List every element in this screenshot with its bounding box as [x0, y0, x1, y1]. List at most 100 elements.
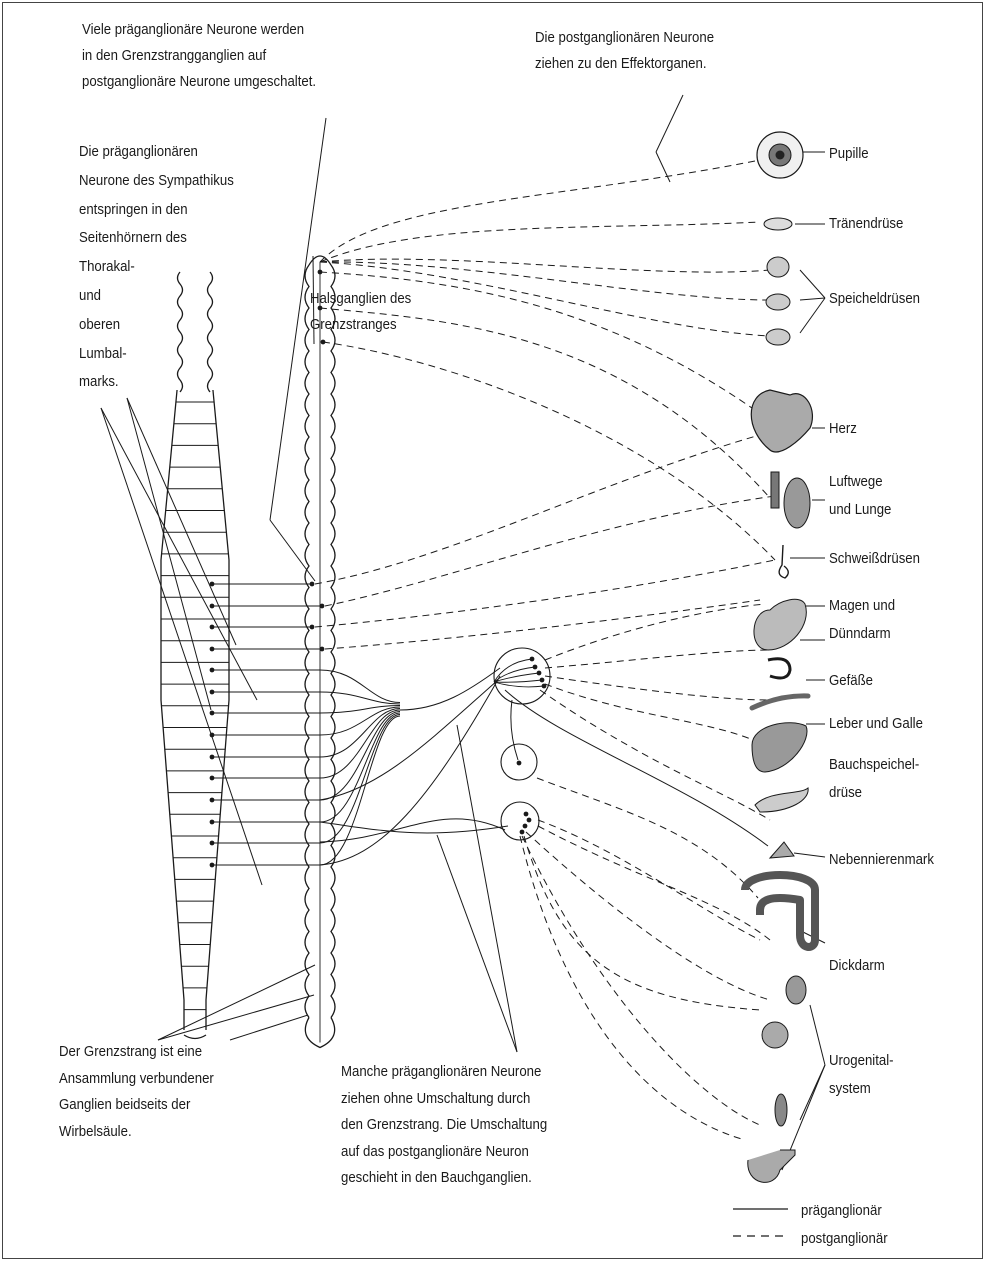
synapse-dot [524, 812, 529, 817]
label-leber: Leber und Galle [829, 711, 923, 737]
dickdarm-icon [745, 875, 815, 947]
note-prevertebral-line: ziehen ohne Umschaltung durch [341, 1086, 547, 1113]
note-prevertebral: Manche präganglionären Neurone ziehen oh… [341, 1059, 547, 1192]
label-nebennierenmark: Nebennierenmark [829, 847, 934, 873]
nebenniere-icon [770, 842, 794, 858]
label-urogenital-line: Urogenital- [829, 1047, 894, 1075]
leber-icon [752, 723, 807, 772]
liver [752, 723, 807, 772]
spinal-cord-edge [206, 390, 229, 1030]
postganglionic-fiber [545, 604, 765, 660]
postganglionic-fiber [325, 600, 760, 649]
preganglionic-fiber [320, 676, 500, 865]
preganglionic-fiber [212, 670, 400, 703]
note-origin-line: und [79, 282, 234, 311]
spinal-cord-tip [184, 1035, 206, 1039]
note-cervical-line: Grenzstranges [310, 312, 411, 338]
note-trunk-line: Ganglien beidseits der [59, 1092, 214, 1119]
postganglionic-fiber [320, 222, 760, 262]
postganglionic-fiber [545, 650, 770, 668]
sweat-gland [779, 545, 788, 578]
postganglionic-fiber [320, 160, 760, 262]
note-cervical-line: Halsganglien des [310, 286, 411, 312]
pointer-line [101, 408, 262, 885]
synapse-dot [537, 671, 542, 676]
label-pupille: Pupille [829, 141, 869, 167]
pointer-line [800, 270, 825, 298]
label-bauchspeicheldruese: Bauchspeichel- drüse [829, 751, 919, 807]
gefaesse-icon [752, 696, 808, 708]
salivary-gland [767, 257, 789, 277]
label-herz: Herz [829, 416, 857, 442]
urogenital-icon [748, 976, 806, 1182]
postganglionic-fiber [545, 676, 770, 700]
trunk-edge [331, 265, 335, 1018]
preganglionic-fiber [494, 659, 532, 682]
preganglionic-fiber [212, 713, 400, 822]
synapse-dot [320, 647, 325, 652]
postganglionic-fiber [325, 496, 775, 606]
pointer-line [127, 398, 236, 645]
bladder [762, 1022, 788, 1048]
postganglionic-fiber [522, 836, 760, 1125]
preganglionic-fibers [210, 270, 768, 868]
postganglionic-fiber [526, 832, 770, 1000]
label-bauchspeichel-line: Bauchspeichel- [829, 751, 919, 779]
spinal-cord-edge [161, 390, 184, 1030]
label-dickdarm: Dickdarm [829, 953, 885, 979]
note-switching-line: in den Grenzstrangganglien auf [82, 43, 316, 69]
label-magen-line: Magen und [829, 592, 895, 620]
label-bauchspeichel-line: drüse [829, 779, 919, 807]
postganglionic-fiber [537, 778, 758, 898]
effector-organs [745, 132, 815, 1182]
label-speicheldruesen: Speicheldrüsen [829, 286, 920, 312]
postganglionic-fiber [315, 560, 775, 627]
label-urogenital: Urogenital- system [829, 1047, 894, 1103]
vessel [752, 696, 808, 708]
label-gefaesse: Gefäße [829, 668, 873, 694]
lunge-icon [771, 472, 810, 528]
pointer-line [656, 95, 683, 152]
lung [784, 478, 810, 528]
salivary-gland [766, 329, 790, 345]
legend-pre-label: präganglionär [801, 1198, 882, 1224]
traenendruese-icon [764, 218, 792, 230]
note-effector-line: ziehen zu den Effektorganen. [535, 51, 714, 77]
label-luftwege-line: und Lunge [829, 496, 891, 524]
ganglion-mesentericum-inferius [501, 802, 539, 840]
preganglionic-fiber [320, 822, 508, 833]
postganglionic-fiber [320, 259, 770, 272]
pointer-line [230, 1015, 308, 1040]
note-trunk-line: Ansammlung verbundener [59, 1066, 214, 1093]
note-origin-line: Die präganglionären [79, 138, 234, 167]
genital [775, 1094, 787, 1126]
pancreas [755, 788, 808, 812]
preganglionic-fiber [320, 680, 498, 800]
pointer-line [794, 853, 825, 857]
synapse-dot [520, 830, 525, 835]
note-prevertebral-line: den Grenzstrang. Die Umschaltung [341, 1112, 547, 1139]
pupille-icon [757, 132, 803, 178]
small-intestine [768, 659, 790, 678]
adrenal [770, 842, 794, 858]
note-effector-line: Die postganglionären Neurone [535, 25, 714, 51]
note-trunk: Der Grenzstrang ist eine Ansammlung verb… [59, 1039, 214, 1145]
note-effector: Die postganglionären Neurone ziehen zu d… [535, 25, 714, 77]
schweissdruesen-icon [779, 545, 788, 578]
label-magen: Magen und Dünndarm [829, 592, 895, 648]
synapse-dot [310, 582, 315, 587]
synapse-dot [527, 818, 532, 823]
note-switching-line: postganglionäre Neurone umgeschaltet. [82, 69, 316, 95]
synapse-dot [523, 824, 528, 829]
pointer-line [800, 298, 825, 300]
note-origin: Die präganglionären Neurone des Sympathi… [79, 138, 234, 397]
genital [748, 1150, 795, 1182]
preganglionic-fiber [505, 690, 768, 846]
postganglionic-fiber [538, 820, 760, 940]
note-prevertebral-line: Manche präganglionären Neurone [341, 1059, 547, 1086]
note-origin-line: entspringen in den [79, 196, 234, 225]
postganglionic-fiber [540, 690, 770, 820]
herz-icon [751, 390, 812, 452]
note-origin-line: Thorakal- [79, 253, 234, 282]
pointer-line [457, 725, 517, 1052]
